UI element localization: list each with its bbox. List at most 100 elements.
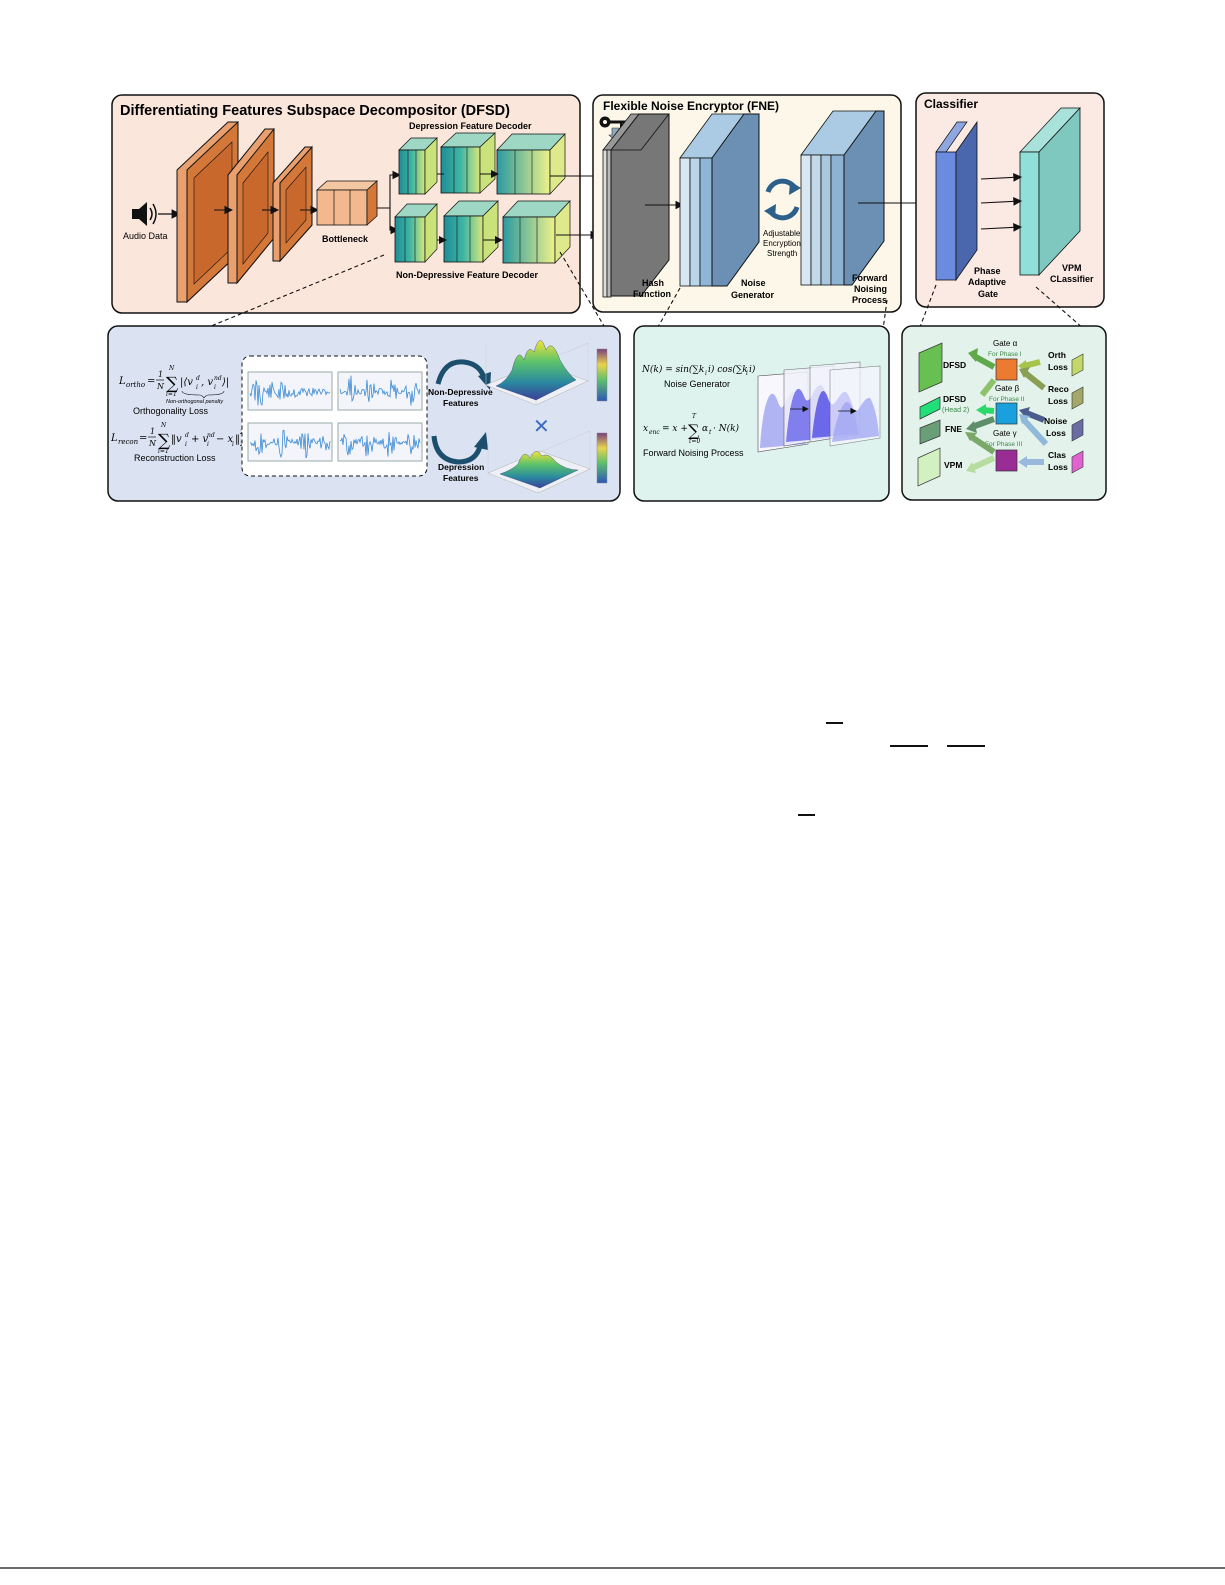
loss-reco-2: Loss bbox=[1048, 396, 1068, 406]
svg-text:d: d bbox=[185, 432, 189, 439]
gate-gamma-box bbox=[995, 449, 1018, 472]
hash-function-block bbox=[602, 113, 670, 298]
svg-text:L: L bbox=[118, 376, 126, 387]
hash-label-2: Function bbox=[633, 289, 671, 299]
loss-noise-2: Loss bbox=[1046, 428, 1066, 438]
svg-text:L: L bbox=[110, 433, 118, 444]
gate-phase-1: For Phase I bbox=[988, 351, 1022, 358]
svg-text:‖: ‖ bbox=[235, 434, 240, 445]
gate-phase-2: For Phase II bbox=[989, 396, 1025, 403]
ortho-formula: L ortho = 1 N ∑ N i=1 |⟨v d i , v nd i ⟩… bbox=[118, 365, 229, 399]
clas-loss-shape bbox=[1071, 450, 1084, 474]
forward-label-3: Process bbox=[852, 295, 887, 305]
dfsd-title: Differentiating Features Subspace Decomp… bbox=[120, 103, 510, 119]
gate-beta-box bbox=[995, 402, 1018, 425]
gate-alpha-box bbox=[995, 358, 1018, 381]
svg-text:∑: ∑ bbox=[166, 374, 178, 394]
svg-text:= x +: = x + bbox=[662, 424, 688, 434]
gate-dfsd2: DFSD bbox=[943, 394, 966, 404]
svg-text:x: x bbox=[643, 424, 648, 434]
forward-label-1: Forward bbox=[852, 273, 888, 283]
fne-panel: Flexible Noise Encryptor (FNE) Hash Func… bbox=[592, 94, 902, 313]
dfsd-panel: Differentiating Features Subspace Decomp… bbox=[111, 94, 581, 314]
gate-label-3: Gate bbox=[978, 289, 998, 299]
svg-text:recon: recon bbox=[118, 438, 139, 446]
ortho-label: Orthogonality Loss bbox=[133, 406, 209, 416]
gate-head2: (Head 2) bbox=[942, 407, 969, 414]
noise-loss-shape bbox=[1071, 418, 1084, 442]
svg-text:N: N bbox=[156, 382, 165, 391]
svg-text:i: i bbox=[214, 384, 216, 391]
svg-text:− x: − x bbox=[216, 434, 234, 445]
noise-label-2: Generator bbox=[731, 290, 775, 300]
dfsd2-shape bbox=[919, 396, 941, 420]
svg-text:‖v: ‖v bbox=[171, 434, 182, 445]
noise-label-1: Noise bbox=[741, 278, 766, 288]
svg-text:N(k) = sin(∑k: N(k) = sin(∑k bbox=[641, 364, 704, 375]
cycle-arrows-icon bbox=[764, 178, 801, 221]
svg-text:i=1: i=1 bbox=[158, 448, 169, 455]
vpm-classifier-block bbox=[1019, 106, 1081, 277]
svg-text:1: 1 bbox=[158, 370, 163, 379]
encoder-block-2 bbox=[227, 127, 275, 285]
gate-alpha: Gate α bbox=[993, 339, 1018, 348]
dep-decoder-blocks bbox=[398, 132, 566, 195]
svg-text:i=1: i=1 bbox=[166, 391, 177, 398]
nondep-decoder-blocks bbox=[394, 200, 571, 264]
dep-features-1: Depression bbox=[438, 462, 484, 472]
svg-text:t: t bbox=[709, 429, 712, 436]
svg-text:i: i bbox=[185, 441, 187, 448]
encoder-block-1 bbox=[176, 120, 239, 304]
encoder-block-3 bbox=[272, 145, 313, 263]
noise-generator-block bbox=[679, 113, 760, 287]
gate-vpm: VPM bbox=[944, 460, 962, 470]
phase-adaptive-gate-block bbox=[935, 120, 978, 282]
adjust-label-1: Adjustable bbox=[763, 229, 801, 238]
curve-arrow-top bbox=[435, 359, 487, 385]
classifier-panel: Classifier Phase Adaptive Gate VPM CLass… bbox=[915, 92, 1105, 308]
vpm-shape bbox=[917, 447, 941, 487]
gate-phase-3: For Phase III bbox=[985, 441, 1022, 448]
orth-loss-shape bbox=[1071, 353, 1084, 377]
svg-text:∑: ∑ bbox=[158, 431, 170, 451]
enc-formula: x enc = x + ∑ T t=0 α t · N(k) bbox=[643, 413, 740, 445]
gate-label-1: Phase bbox=[974, 266, 1001, 276]
bottleneck-block bbox=[315, 180, 379, 226]
enc-label: Forward Noising Process bbox=[643, 448, 744, 458]
vpm-label-1: VPM bbox=[1062, 263, 1082, 273]
svg-text:t=0: t=0 bbox=[689, 438, 700, 445]
gate-panel: DFSD DFSD (Head 2) FNE VPM Gate α For Ph… bbox=[901, 325, 1107, 501]
svg-text:nd: nd bbox=[214, 375, 222, 382]
loss-clas-2: Loss bbox=[1048, 462, 1068, 472]
audio-data-label: Audio Data bbox=[123, 231, 168, 241]
waveform-1 bbox=[249, 380, 331, 406]
adjust-label-3: Strength bbox=[767, 249, 797, 258]
curve-arrow-bottom bbox=[431, 435, 483, 465]
surface-plot-top bbox=[485, 340, 589, 406]
svg-text:1: 1 bbox=[150, 427, 155, 436]
surface-plot-bottom bbox=[487, 430, 591, 494]
recon-label: Reconstruction Loss bbox=[134, 453, 216, 463]
nondep-features-1: Non-Depressive bbox=[428, 387, 493, 397]
svg-text:i: i bbox=[207, 441, 209, 448]
underlying-fraction-bar-2 bbox=[890, 745, 928, 747]
waveform-box bbox=[241, 355, 428, 477]
svg-text:∑: ∑ bbox=[688, 421, 700, 440]
gate-gamma: Gate γ bbox=[993, 429, 1017, 438]
svg-text:=: = bbox=[147, 376, 155, 387]
noise-formula: N(k) = sin(∑k i i) cos(∑k i i) bbox=[641, 364, 756, 377]
svg-text:i: i bbox=[232, 441, 234, 448]
dep-features-2: Features bbox=[443, 473, 479, 483]
underlying-fraction-bar-4 bbox=[798, 814, 815, 816]
forward-label-2: Noising bbox=[854, 284, 887, 294]
forward-noising-block bbox=[800, 110, 885, 286]
svg-text:nd: nd bbox=[207, 432, 215, 439]
svg-text:2: 2 bbox=[239, 441, 244, 448]
cross-icon: ✕ bbox=[533, 416, 550, 438]
svg-text:i: i bbox=[705, 370, 707, 377]
noise-panel: N(k) = sin(∑k i i) cos(∑k i i) Noise Gen… bbox=[633, 325, 890, 502]
svg-text:⟩|: ⟩| bbox=[221, 377, 229, 388]
svg-text:N: N bbox=[160, 422, 167, 429]
dep-decoder-label: Depression Feature Decoder bbox=[409, 121, 532, 131]
svg-text:i) cos(∑k: i) cos(∑k bbox=[708, 364, 748, 375]
